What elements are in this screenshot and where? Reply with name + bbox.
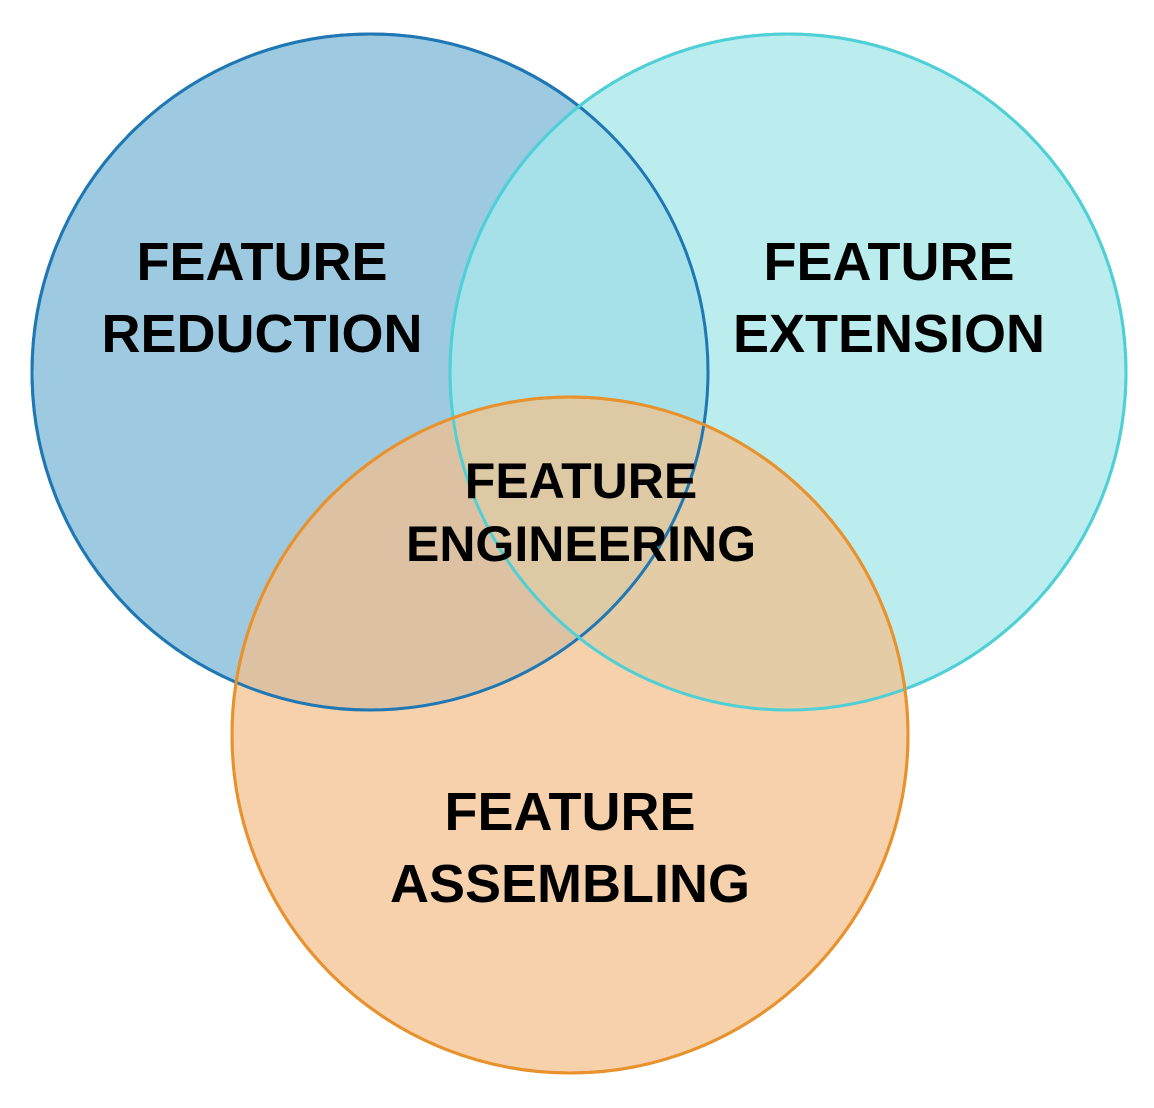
circle-feature-reduction-outline [30, 32, 710, 712]
label-center-line2: ENGINEERING [406, 516, 756, 572]
label-assembling-line2: ASSEMBLING [390, 854, 750, 914]
label-extension-line2: EXTENSION [733, 304, 1045, 364]
circle-feature-assembling-outline [230, 395, 910, 1075]
label-assembling-line1: FEATURE [445, 782, 696, 842]
label-reduction-line2: REDUCTION [102, 304, 423, 364]
label-center-line1: FEATURE [465, 453, 697, 509]
label-reduction-line1: FEATURE [137, 232, 388, 292]
label-extension-line1: FEATURE [764, 232, 1015, 292]
circle-feature-extension-outline [448, 32, 1128, 712]
